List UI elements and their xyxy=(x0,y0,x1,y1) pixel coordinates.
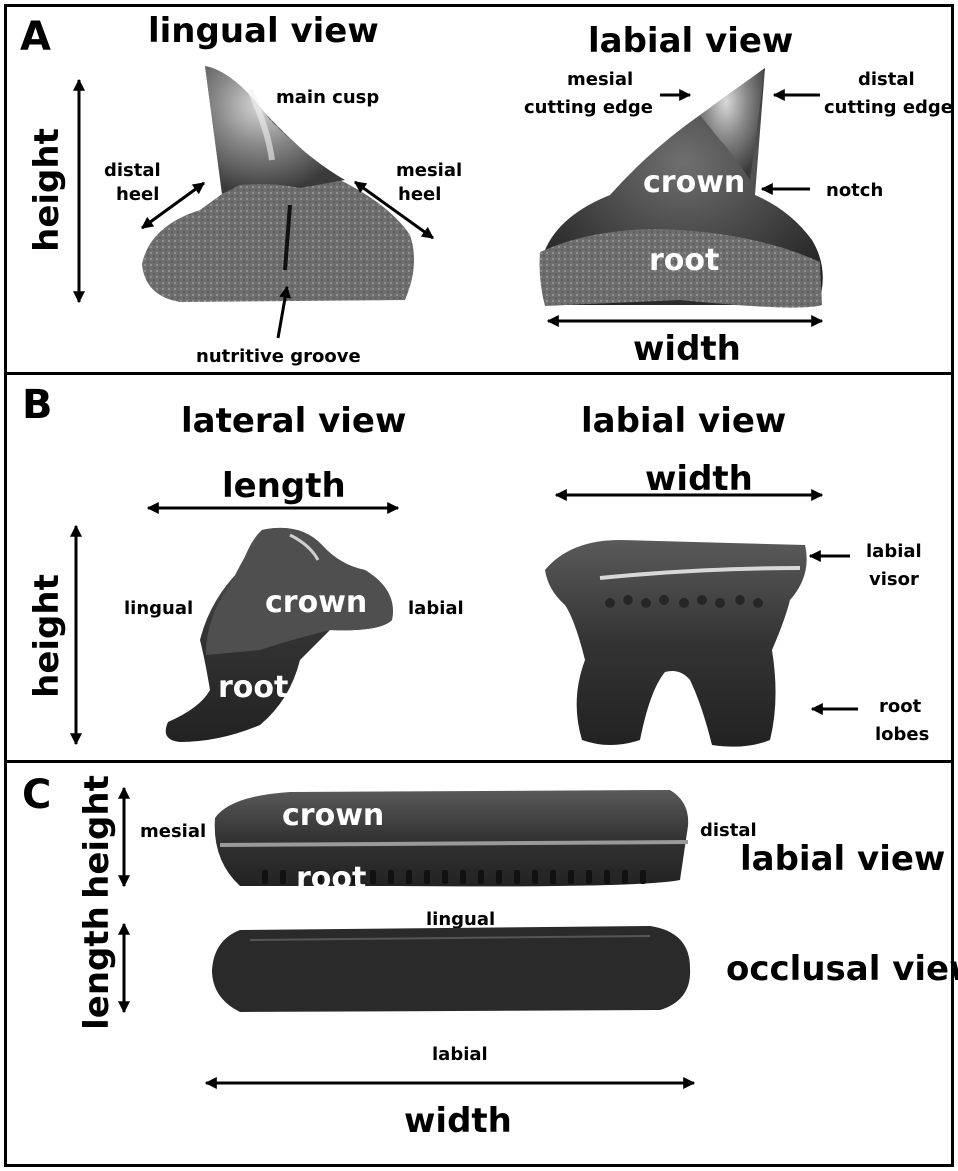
mesial-cutting-edge-label-2: cutting edge xyxy=(524,97,653,118)
notch-label: notch xyxy=(826,180,883,201)
panel-c-width-label: width xyxy=(404,1101,512,1141)
mesial-cutting-edge-label-1: mesial xyxy=(567,69,633,90)
panel-b-labial-title: labial view xyxy=(581,401,786,441)
panel-c-root-label: root xyxy=(296,861,366,896)
labial-root-label: root xyxy=(649,243,719,278)
labial-view-tooth-b xyxy=(545,540,807,747)
panel-a-letter: A xyxy=(20,14,51,60)
height-label: height xyxy=(27,128,67,252)
panel-c-labial-label: labial xyxy=(432,1044,488,1065)
lateral-crown-label: crown xyxy=(265,585,367,620)
root-lobes-label-2: lobes xyxy=(875,724,929,745)
panel-c-height-label: height xyxy=(77,775,117,899)
panel-b-width-label: width xyxy=(645,459,753,499)
panel-c-labial-view-title: labial view xyxy=(740,839,945,879)
mesial-heel-label-1: mesial xyxy=(396,160,462,181)
panel-c-crown-label: crown xyxy=(282,798,384,833)
distal-cutting-edge-label-1: distal xyxy=(858,69,915,90)
root-lobes-label-1: root xyxy=(879,696,922,717)
distal-cutting-edge-label-2: cutting edge xyxy=(824,97,953,118)
mesial-heel-label-2: heel xyxy=(398,184,441,205)
panel-c-distal-label: distal xyxy=(700,820,757,841)
nutritive-groove-label: nutritive groove xyxy=(196,346,361,367)
occlusal-view-tooth xyxy=(212,926,690,1012)
panel-b-height-label: height xyxy=(27,574,67,698)
panel-b-letter: B xyxy=(22,382,53,428)
lateral-view-tooth xyxy=(166,528,393,742)
panel-a-labial-title: labial view xyxy=(588,21,793,61)
panel-c-letter: C xyxy=(22,772,51,818)
labial-visor-label-1: labial xyxy=(866,541,922,562)
lateral-root-label: root xyxy=(218,670,288,705)
panel-b-lateral-title: lateral view xyxy=(181,401,406,441)
panel-c-mesial-label: mesial xyxy=(140,821,206,842)
panel-c-lingual-label: lingual xyxy=(426,909,495,930)
lateral-lingual-label: lingual xyxy=(124,598,193,619)
panel-a-width-label: width xyxy=(633,329,741,369)
labial-visor-label-2: visor xyxy=(869,569,919,590)
main-cusp-label: main cusp xyxy=(276,87,379,108)
labial-crown-label: crown xyxy=(643,165,745,200)
distal-heel-label-1: distal xyxy=(104,160,161,181)
distal-heel-label-2: heel xyxy=(116,184,159,205)
lateral-labial-label: labial xyxy=(408,598,464,619)
panel-a-lingual-title: lingual view xyxy=(148,11,379,51)
panel-b-length-label: length xyxy=(222,466,346,506)
panel-c-length-label: length xyxy=(77,906,117,1030)
panel-c-occlusal-view-title: occlusal view xyxy=(726,949,958,989)
